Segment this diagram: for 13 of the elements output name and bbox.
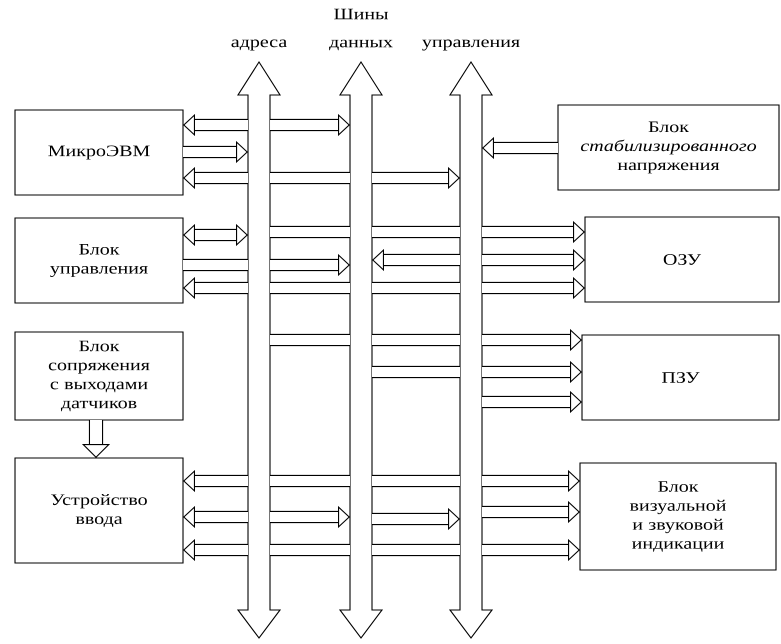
bus-label: данных bbox=[329, 40, 393, 50]
block-box: Блок сопряжения с выходами датчиков bbox=[14, 331, 184, 421]
block-box: ПЗУ bbox=[581, 334, 780, 421]
block-box: Блок управления bbox=[14, 217, 184, 304]
block-box: Блок стабилизированного напряжения bbox=[557, 104, 780, 191]
bus-label: адреса bbox=[232, 40, 287, 50]
block-box: МикроЭВМ bbox=[14, 109, 184, 196]
bus-connection-arrow bbox=[183, 224, 248, 246]
block-box: Устройство ввода bbox=[14, 457, 184, 564]
block-box: ОЗУ bbox=[584, 216, 780, 303]
block-box: Блок визуальной и звуковой индикации bbox=[579, 462, 777, 571]
bus-label: управления bbox=[422, 40, 520, 50]
heading-label: Шины bbox=[334, 8, 388, 20]
